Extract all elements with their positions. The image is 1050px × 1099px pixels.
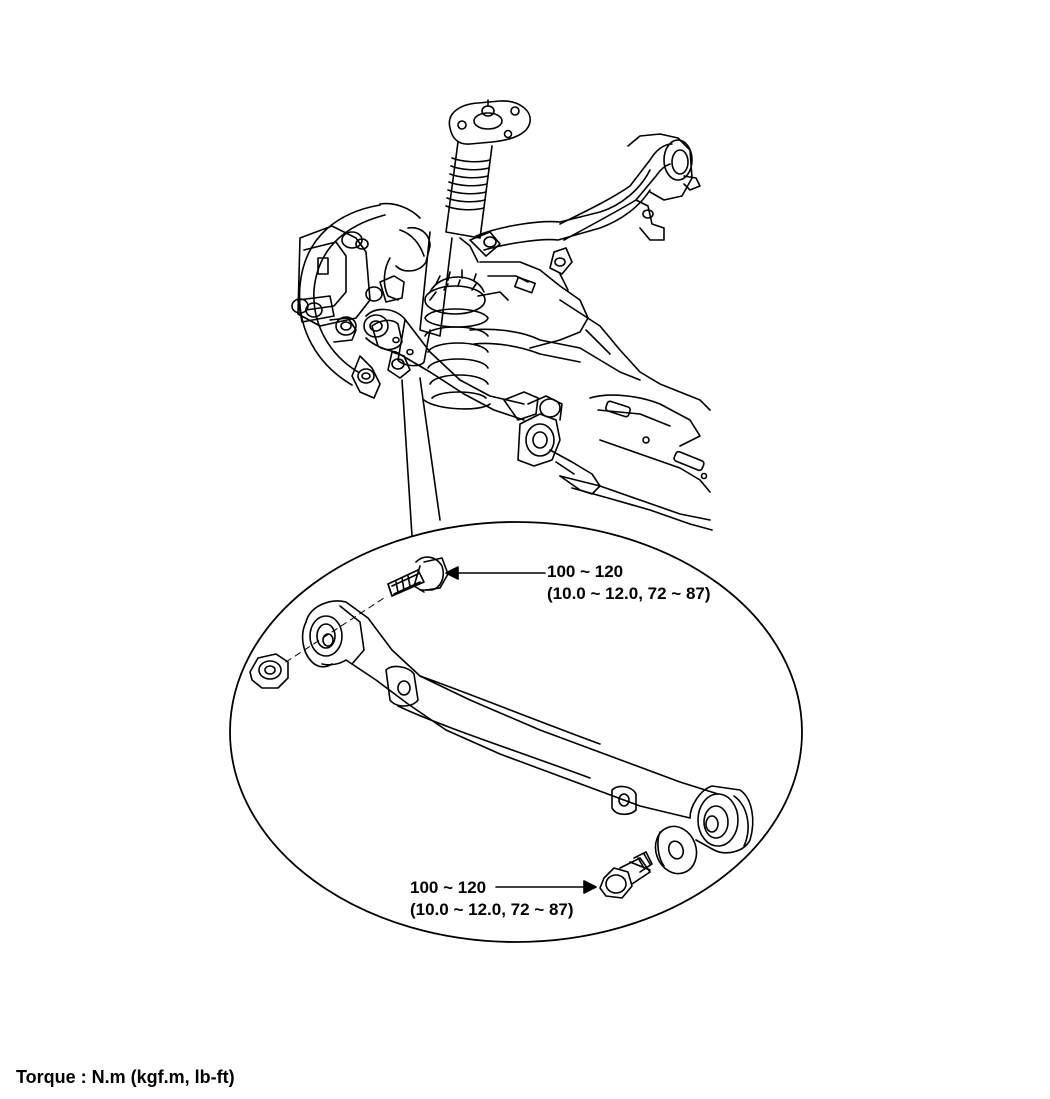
upper-torque-range: 100 ~ 120 <box>547 562 624 581</box>
trailing-link <box>549 133 701 291</box>
upper-torque-converted: (10.0 ~ 12.0, 72 ~ 87) <box>547 584 711 603</box>
torque-arrows <box>445 566 597 894</box>
stabilizer-link <box>517 395 601 495</box>
upper-torque-callout: 100 ~ 120 (10.0 ~ 12.0, 72 ~ 87) <box>547 561 711 605</box>
lower-arm-installed <box>363 308 539 421</box>
upper-arrowhead <box>445 566 459 580</box>
lower-torque-callout: 100 ~ 120 (10.0 ~ 12.0, 72 ~ 87) <box>410 877 574 921</box>
lower-torque-range: 100 ~ 120 <box>410 878 487 897</box>
bolt-axis-line <box>285 597 385 663</box>
detail-view-ellipse <box>229 521 803 943</box>
subframe <box>469 261 713 531</box>
lower-arrowhead <box>583 880 597 894</box>
nut <box>249 653 289 689</box>
lower-control-arm <box>301 600 754 854</box>
shock-absorber <box>397 141 493 367</box>
upper-arm <box>469 169 651 257</box>
knuckle <box>351 226 431 399</box>
upper-bolt <box>387 556 449 597</box>
strut-mount <box>448 99 531 145</box>
lower-torque-converted: (10.0 ~ 12.0, 72 ~ 87) <box>410 900 574 919</box>
lower-bolt <box>599 851 653 899</box>
spring-seat <box>429 269 509 301</box>
coil-spring <box>423 279 491 410</box>
washer <box>654 825 698 875</box>
torque-units-legend: Torque : N.m (kgf.m, lb-ft) <box>16 1067 235 1087</box>
suspension-assembly <box>291 99 713 531</box>
detail-leader-lines <box>401 377 441 537</box>
brake-caliper <box>291 202 425 386</box>
